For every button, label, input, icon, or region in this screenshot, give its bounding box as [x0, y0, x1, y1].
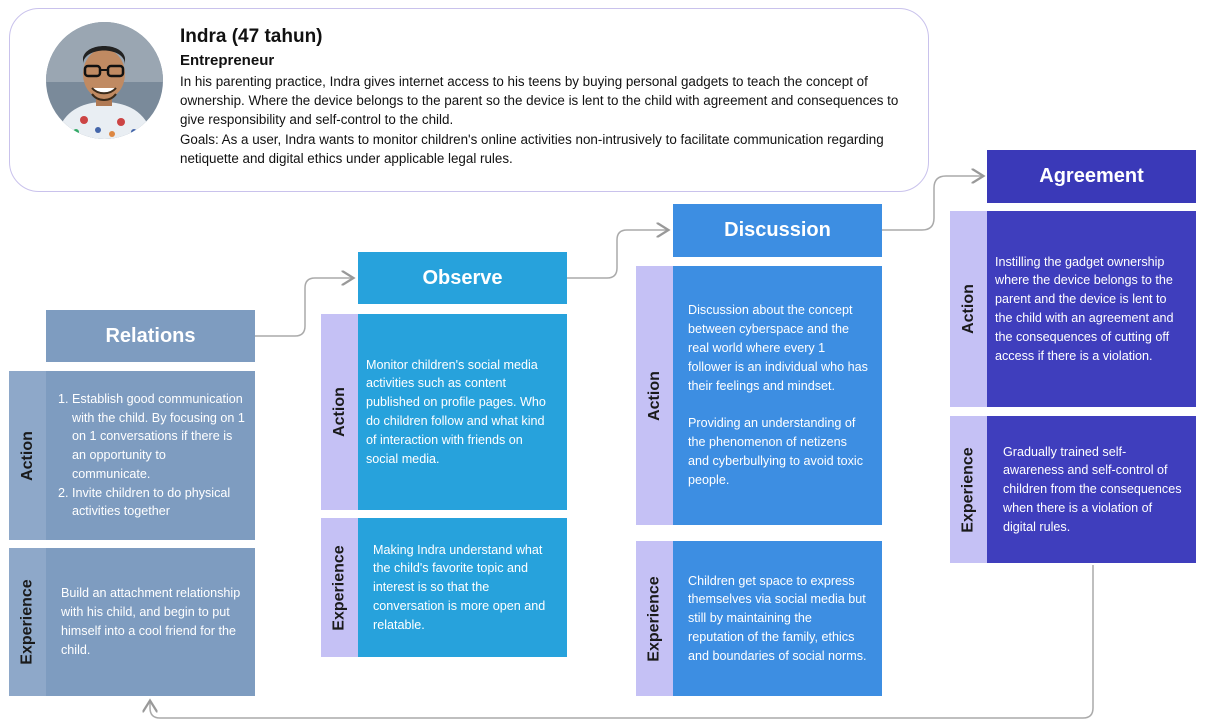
relations-action-box: Establish good communication with the ch… — [46, 371, 255, 540]
relations-experience-box: Build an attachment relationship with hi… — [46, 548, 255, 696]
discussion-experience-label: Experience — [645, 575, 663, 662]
observe-experience-box: Making Indra understand what the child's… — [358, 518, 567, 657]
arrow-observe-to-discussion — [567, 230, 667, 279]
relations-action-item: Invite children to do physical activitie… — [72, 484, 247, 522]
agreement-action-tab: Action — [950, 211, 987, 407]
arrow-agreement-to-relations — [150, 565, 1094, 719]
stage-observe-header: Observe — [358, 252, 567, 304]
observe-experience-text: Making Indra understand what the child's… — [373, 542, 546, 632]
stage-discussion-header: Discussion — [673, 204, 882, 257]
agreement-experience-box: Gradually trained self-awareness and sel… — [987, 416, 1196, 563]
discussion-action-content: Discussion about the concept between cyb… — [688, 301, 870, 489]
agreement-experience-text: Gradually trained self-awareness and sel… — [1003, 444, 1182, 534]
persona-role: Entrepreneur — [180, 52, 275, 69]
arrow-discussion-to-agreement — [882, 176, 982, 231]
discussion-action-box: Discussion about the concept between cyb… — [673, 266, 882, 525]
arrow-relations-to-observe — [255, 278, 352, 337]
stage-relations-header: Relations — [46, 310, 255, 362]
relations-action-label: Action — [18, 430, 36, 481]
observe-action-tab: Action — [321, 314, 358, 510]
stage-agreement-header: Agreement — [987, 150, 1196, 203]
discussion-experience-text: Children get space to express themselves… — [688, 573, 867, 663]
discussion-experience-box: Children get space to express themselves… — [673, 541, 882, 696]
discussion-experience-tab: Experience — [636, 541, 673, 696]
relations-action-item: Establish good communication with the ch… — [72, 390, 247, 484]
observe-experience-label: Experience — [330, 544, 348, 631]
relations-action-tab: Action — [9, 371, 46, 540]
relations-experience-label: Experience — [18, 579, 36, 665]
agreement-action-label: Action — [959, 284, 977, 334]
discussion-action-text-1: Discussion about the concept between cyb… — [688, 303, 868, 393]
observe-action-box: Monitor children's social media activiti… — [358, 314, 567, 510]
discussion-action-label: Action — [645, 370, 663, 421]
persona-avatar — [46, 22, 163, 139]
agreement-experience-label: Experience — [959, 446, 977, 533]
agreement-action-text: Instilling the gadget ownership where th… — [995, 254, 1174, 363]
observe-action-text: Monitor children's social media activiti… — [366, 357, 546, 466]
agreement-action-box: Instilling the gadget ownership where th… — [987, 211, 1196, 407]
observe-experience-tab: Experience — [321, 518, 358, 657]
observe-action-label: Action — [330, 387, 348, 437]
discussion-action-text-2: Providing an understanding of the phenom… — [688, 416, 864, 487]
persona-goals: Goals: As a user, Indra wants to monitor… — [180, 131, 884, 166]
persona-card — [9, 8, 929, 192]
persona-description: In his parenting practice, Indra gives i… — [180, 74, 899, 128]
persona-name: Indra (47 tahun) — [180, 26, 323, 47]
relations-experience-text: Build an attachment relationship with hi… — [61, 586, 241, 657]
persona-description-block: In his parenting practice, Indra gives i… — [180, 72, 900, 168]
agreement-experience-tab: Experience — [950, 416, 987, 563]
discussion-action-tab: Action — [636, 266, 673, 525]
relations-action-list: Establish good communication with the ch… — [56, 390, 247, 522]
relations-experience-tab: Experience — [9, 548, 46, 696]
